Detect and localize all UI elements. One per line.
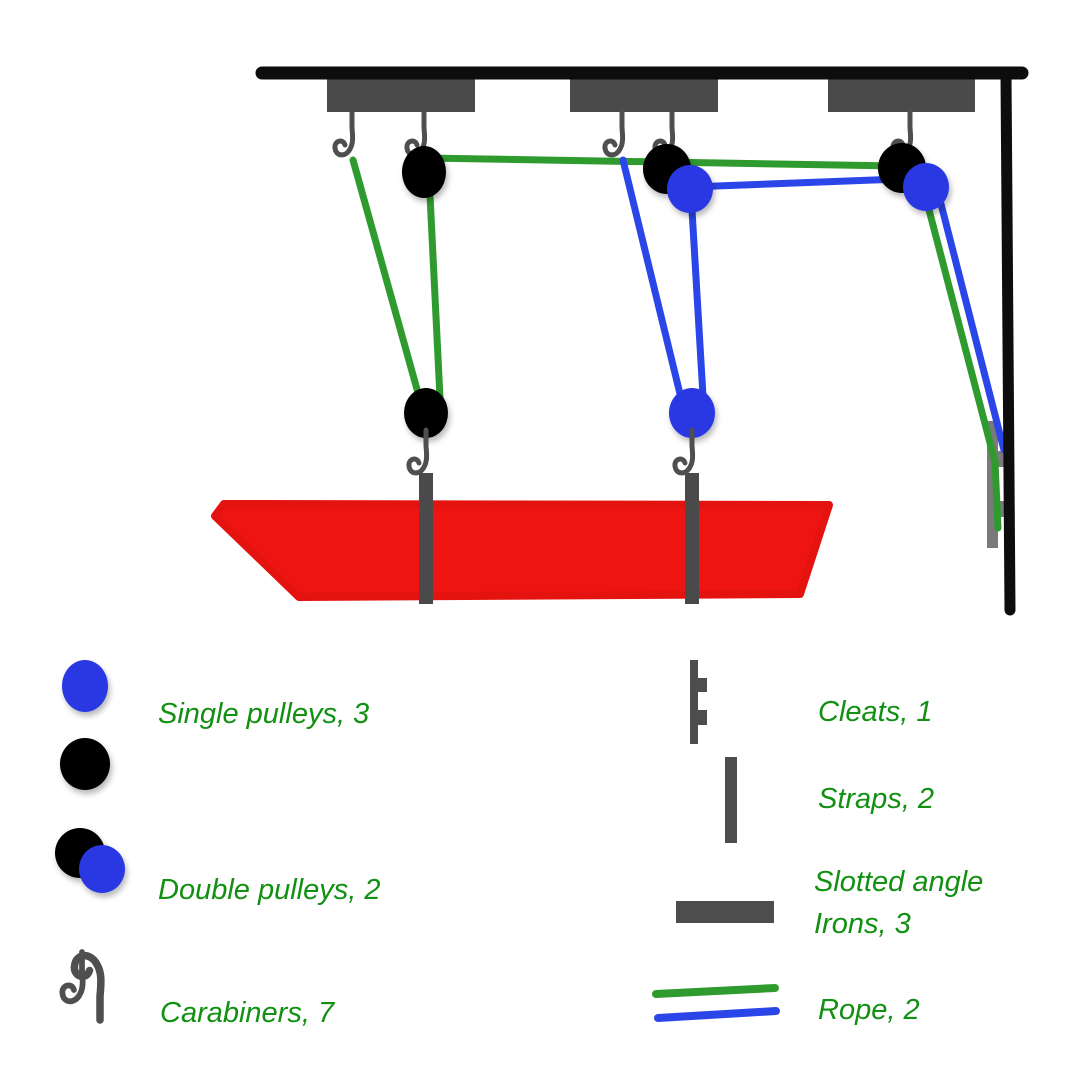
strap-1 bbox=[419, 473, 433, 604]
single-pulley-black-top bbox=[402, 146, 446, 198]
legend-single-pulley-black-icon bbox=[60, 738, 110, 790]
cleat bbox=[987, 421, 1008, 548]
carabiner-hook-icon bbox=[605, 112, 623, 155]
legend-cleat-icon bbox=[690, 660, 698, 744]
legend-label-double-pulleys: Double pulleys, 2 bbox=[158, 874, 380, 906]
carabiner-hook-icon bbox=[409, 430, 427, 473]
legend-rope-blue-icon bbox=[654, 1007, 780, 1022]
double-pulley-blue-sheave bbox=[903, 163, 949, 211]
legend-label-single-pulleys: Single pulleys, 3 bbox=[158, 698, 369, 730]
strap-2 bbox=[685, 473, 699, 604]
legend-label-irons-line1: Slotted angle bbox=[814, 866, 983, 898]
carabiner-hook-icon bbox=[335, 112, 353, 155]
legend-icons-right bbox=[676, 660, 774, 923]
legend-slotted-angle-iron-icon bbox=[676, 901, 774, 923]
straps bbox=[419, 473, 699, 604]
rope-blue-segment bbox=[619, 156, 685, 402]
carabiners-lower bbox=[409, 430, 693, 473]
legend-carabiner-icons bbox=[62, 952, 101, 1020]
legend-double-pulley-blue-sheave-icon bbox=[79, 845, 125, 893]
legend-single-pulley-blue-icon bbox=[62, 660, 108, 712]
carabiner-hook-icon bbox=[675, 430, 693, 473]
slotted-angle-irons bbox=[327, 76, 975, 112]
single-pulley-black-lower bbox=[404, 388, 448, 438]
legend-label-irons-line2: Irons, 3 bbox=[814, 908, 911, 940]
legend-label-cleats: Cleats, 1 bbox=[818, 696, 932, 728]
legend-label-rope: Rope, 2 bbox=[818, 994, 920, 1026]
pulleys bbox=[402, 143, 949, 438]
cleat-horn bbox=[997, 501, 1008, 517]
wall-post bbox=[1000, 70, 1016, 616]
legend-rope-green-icon bbox=[652, 984, 779, 998]
slotted-angle-iron-2 bbox=[570, 76, 718, 112]
kayak-hull bbox=[211, 500, 833, 601]
legend-labels: Single pulleys, 3 Double pulleys, 2 Cara… bbox=[158, 696, 983, 1029]
kayak bbox=[211, 500, 833, 601]
rope-green-segment bbox=[924, 202, 1002, 532]
rope-blue-segment bbox=[937, 200, 1008, 454]
double-pulley-blue-sheave bbox=[667, 165, 713, 213]
legend-label-straps: Straps, 2 bbox=[818, 783, 934, 815]
slotted-angle-iron-3 bbox=[828, 78, 975, 112]
rope-green-segment bbox=[349, 156, 424, 404]
rope-green-segment bbox=[426, 191, 444, 402]
legend-cleat-horn bbox=[697, 710, 707, 725]
legend-strap-icon bbox=[725, 757, 737, 843]
legend-cleat-horn bbox=[697, 678, 707, 692]
slotted-angle-iron-1 bbox=[327, 78, 475, 112]
cleat-horn bbox=[997, 451, 1008, 467]
cleat-bar bbox=[987, 421, 998, 548]
legend-icons-left bbox=[55, 660, 125, 893]
rope-blue-segment bbox=[688, 206, 707, 400]
carabiner-hook-icon bbox=[74, 956, 101, 1020]
legend-label-carabiners: Carabiners, 7 bbox=[160, 997, 336, 1029]
single-pulley-blue-lower bbox=[669, 388, 715, 438]
